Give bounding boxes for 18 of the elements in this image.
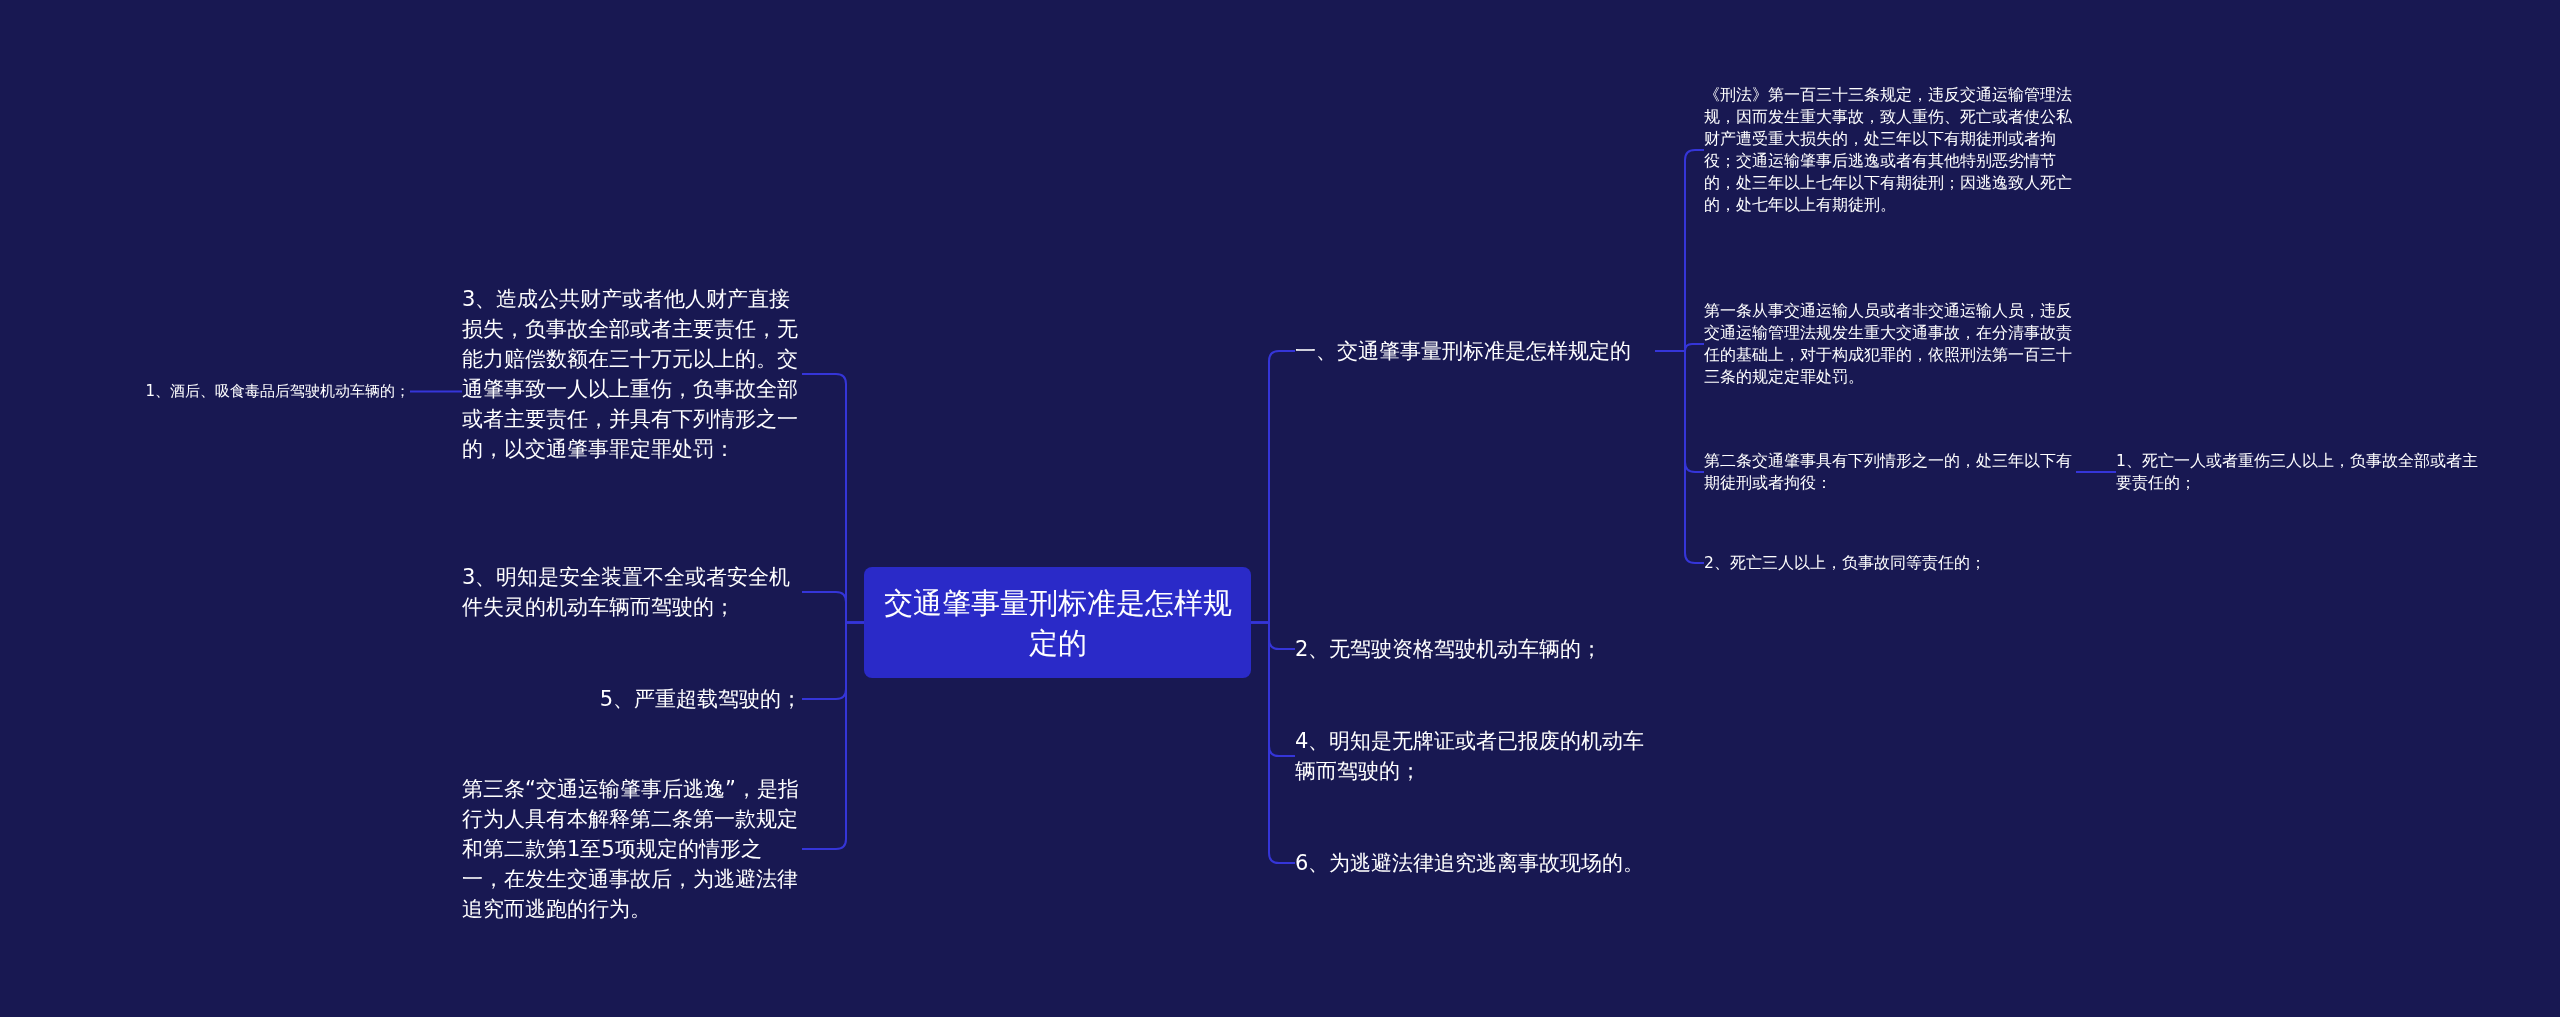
topic-text: 2、死亡三人以上，负事故同等责任的；	[1704, 552, 2076, 574]
topic-text: 《刑法》第一百三十三条规定，违反交通运输管理法规，因而发生重大事故，致人重伤、死亡或者使公私财产遭受重大损失的，处三年以下有期徒刑或者拘役；交通运输肇事后逃逸或者有其他特别恶劣情节的，处三年以上七年以下有期徒刑；因逃逸致人死亡的，处七年以上有期徒刑。	[1704, 84, 2076, 216]
topic-text: 一、交通肇事量刑标准是怎样规定的	[1295, 336, 1655, 366]
topic-text: 1、死亡一人或者重伤三人以上，负事故全部或者主要责任的；	[2116, 450, 2488, 494]
topic-text: 2、无驾驶资格驾驶机动车辆的；	[1295, 634, 1655, 664]
connector-line	[801, 621, 865, 850]
topic-text: 第二条交通肇事具有下列情形之一的，处三年以下有期徒刑或者拘役：	[1704, 450, 2076, 494]
topic-text: 6、为逃避法律追究逃离事故现场的。	[1295, 848, 1655, 878]
topic-text: 3、明知是安全装置不全或者安全机件失灵的机动车辆而驾驶的；	[462, 562, 802, 622]
topic-text: 第一条从事交通运输人员或者非交通运输人员，违反交通运输管理法规发生重大交通事故，在分清事故责任的基础上，对于构成犯罪的，依照刑法第一百三十三条的规定定罪处罚。	[1704, 300, 2076, 388]
topic-text: 1、酒后、吸食毒品后驾驶机动车辆的；	[80, 381, 410, 402]
topic-text: 4、明知是无牌证或者已报废的机动车辆而驾驶的；	[1295, 726, 1655, 786]
connector-line	[2075, 471, 2117, 473]
root-topic: 交通肇事量刑标准是怎样规定的	[864, 567, 1251, 678]
topic-text: 3、造成公共财产或者他人财产直接损失，负事故全部或者主要责任，无能力赔偿数额在三十万元以上的。交通肇事致一人以上重伤，负事故全部或者主要责任，并具有下列情形之一的，以交通肇事罪定罪处罚：	[462, 284, 802, 464]
topic-text: 5、严重超载驾驶的；	[560, 684, 802, 714]
connector-line	[409, 390, 463, 393]
topic-text: 第三条“交通运输肇事后逃逸”，是指行为人具有本解释第二条第一款规定和第二款第1至5项规定的情形之一，在发生交通事故后，为逃避法律追究而逃跑的行为。	[462, 774, 802, 924]
